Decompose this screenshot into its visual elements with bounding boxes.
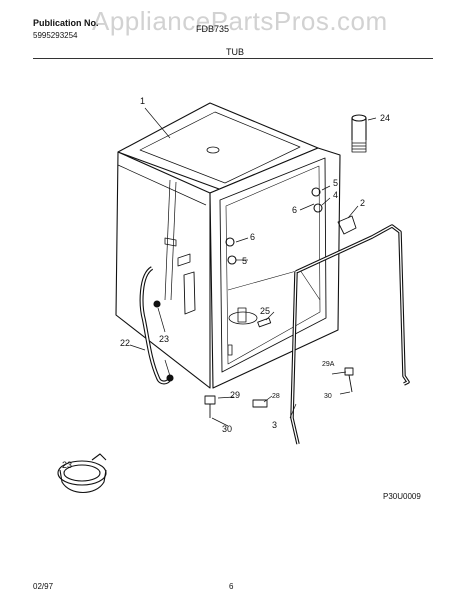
section-title: TUB bbox=[226, 47, 244, 57]
callout-4: 4 bbox=[333, 190, 338, 200]
callout-1: 1 bbox=[140, 96, 145, 106]
publication-number: 5995293254 bbox=[33, 31, 78, 40]
callout-28: 28 bbox=[272, 393, 280, 400]
part-24 bbox=[351, 114, 367, 153]
watermark: AppliancePartsPros.com bbox=[92, 6, 388, 36]
callout-30-right: 30 bbox=[324, 393, 332, 400]
publication-label: Publication No. bbox=[33, 18, 99, 28]
page-number: 6 bbox=[229, 582, 234, 591]
callout-5-upper: 5 bbox=[333, 178, 338, 188]
callout-23-inset: 23 bbox=[62, 460, 72, 470]
callout-29: 29 bbox=[230, 390, 240, 400]
callout-25: 25 bbox=[260, 306, 270, 316]
callout-2: 2 bbox=[360, 198, 365, 208]
callout-24: 24 bbox=[380, 113, 390, 123]
callout-22: 22 bbox=[120, 338, 130, 348]
callout-30-left: 30 bbox=[222, 424, 232, 434]
door-gasket bbox=[290, 224, 410, 445]
model-number: FDB735 bbox=[196, 24, 230, 34]
callout-6-upper: 6 bbox=[292, 205, 297, 215]
header-rule bbox=[33, 58, 433, 59]
callout-29a: 29A bbox=[322, 361, 335, 368]
diagram-code: P30U0009 bbox=[383, 492, 421, 501]
tub-body bbox=[115, 102, 341, 389]
clamp-inset bbox=[57, 453, 107, 494]
callout-6-lower: 6 bbox=[250, 232, 255, 242]
callout-3: 3 bbox=[272, 420, 277, 430]
callout-23-hose: 23 bbox=[159, 334, 169, 344]
hose bbox=[139, 266, 172, 385]
footer-date: 02/97 bbox=[33, 582, 54, 591]
callout-5-lower: 5 bbox=[242, 256, 247, 266]
